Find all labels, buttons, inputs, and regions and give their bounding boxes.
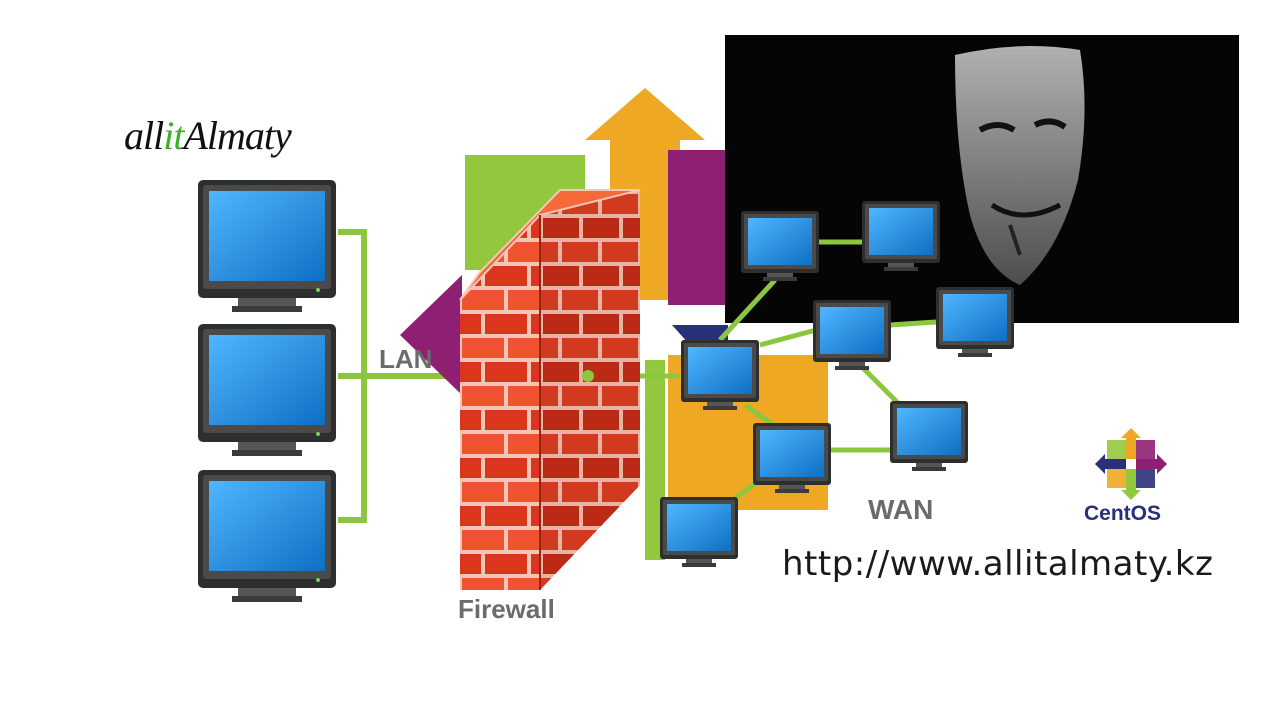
- monitor-icon: [862, 201, 940, 271]
- monitor-icon: [660, 497, 738, 567]
- mask-face-image: [725, 35, 1239, 323]
- firewall-port: [582, 370, 594, 382]
- mask-face-icon: [955, 46, 1085, 285]
- lan-label: LAN: [379, 344, 433, 374]
- monitor-icon: [198, 180, 336, 312]
- lan-computers: [198, 180, 336, 602]
- monitor-icon: [681, 340, 759, 410]
- wan-label: WAN: [868, 494, 934, 525]
- website-url: http://www.allitalmaty.kz: [782, 544, 1214, 584]
- brand-part-1: all: [124, 113, 164, 158]
- monitor-icon: [741, 211, 819, 281]
- monitor-icon: [936, 287, 1014, 357]
- monitor-icon: [890, 401, 968, 471]
- brand-part-3: Almaty: [183, 113, 291, 158]
- monitor-icon: [198, 324, 336, 456]
- monitor-icon: [198, 470, 336, 602]
- monitor-icon: [813, 300, 891, 370]
- centos-logo-icon: [1095, 428, 1167, 500]
- monitor-icon: [753, 423, 831, 493]
- centos-wordmark: CentOS: [1084, 502, 1162, 525]
- firewall-label: Firewall: [458, 594, 555, 624]
- brand-logo: allitAlmaty: [124, 112, 292, 159]
- brand-part-2: it: [163, 113, 184, 158]
- firewall-wall-icon: [459, 189, 641, 590]
